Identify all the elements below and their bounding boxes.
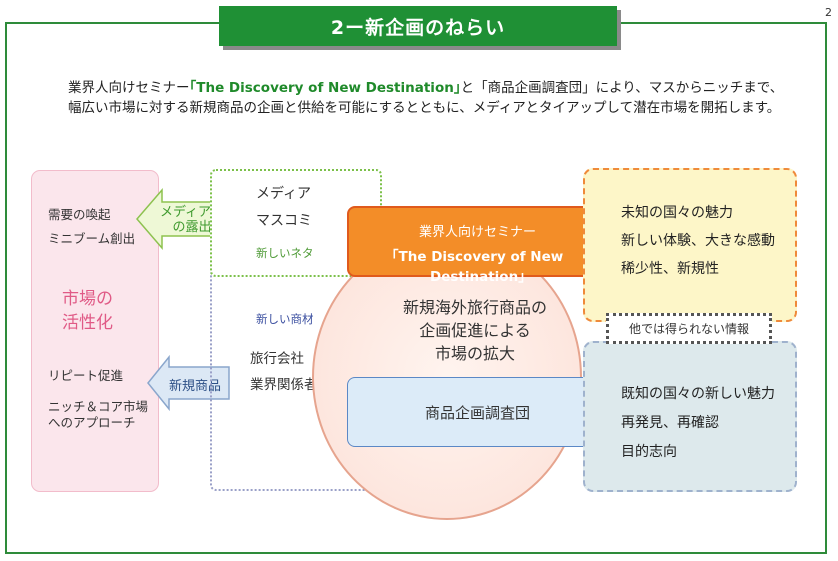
repeat-promotion-text: リピート促進: [48, 368, 124, 383]
intro-paragraph: 業界人向けセミナー｢The Discovery of New Destinati…: [68, 78, 788, 118]
mini-boom-text: ミニブーム創出: [48, 231, 136, 246]
rarity-text: 稀少性、新規性: [621, 261, 719, 277]
new-merchandise-tag: 新しい商材: [256, 312, 314, 326]
demand-stimulation-text: 需要の喚起: [48, 207, 111, 222]
travel-agency-text: 旅行会社: [250, 351, 304, 367]
rediscovery-text: 再発見、再確認: [621, 415, 719, 431]
exclusive-info-label: 他では得られない情報: [628, 322, 749, 336]
market-activation-line1: 市場の: [62, 289, 113, 309]
center-line1: 新規海外旅行商品の: [402, 298, 547, 317]
new-products-label: 新規商品: [168, 379, 221, 394]
purpose-oriented-text: 目的志向: [621, 444, 677, 460]
seminar-box: 業界人向けセミナー ｢The Discovery of New Destinat…: [347, 206, 608, 285]
intro-prefix: 業界人向けセミナー: [68, 80, 190, 96]
slide-title-text: 2ー新企画のねらい: [330, 16, 506, 39]
intro-suffix: と「商品企画調査団」により、マスからニッチまで、幅広い市場に対する新規商品の企画…: [68, 80, 784, 116]
industry-people-text: 業界関係者: [250, 377, 318, 393]
known-countries-panel: [583, 341, 797, 492]
media-exposure-line1: メディアへ: [159, 205, 225, 220]
unknown-appeal-text: 未知の国々の魅力: [621, 205, 733, 221]
masscomm-text: マスコミ: [256, 213, 312, 229]
media-exposure-line2: の露出: [172, 220, 212, 235]
survey-team-box: 商品企画調査団: [347, 377, 608, 447]
center-line3: 市場の拡大: [434, 344, 515, 363]
intro-seminar-name: ｢The Discovery of New Destination｣: [189, 80, 461, 96]
new-topic-tag: 新しいネタ: [256, 246, 314, 260]
seminar-name: ｢The Discovery of New Destination｣: [391, 249, 564, 285]
known-appeal-text: 既知の国々の新しい魅力: [621, 386, 775, 402]
market-activation-line2: 活性化: [62, 313, 113, 333]
page-number: 2: [825, 6, 832, 19]
niche-core-market-text: ニッチ＆コア市場: [48, 399, 149, 414]
media-text: メディア: [256, 186, 312, 202]
new-experience-text: 新しい体験、大きな感動: [621, 233, 775, 249]
seminar-title: 業界人向けセミナー: [418, 225, 536, 240]
exclusive-info-badge: 他では得られない情報: [606, 313, 772, 344]
center-line2: 企画促進による: [419, 321, 531, 340]
media-exposure-label: メディアへの露出: [152, 205, 232, 235]
survey-team-label: 商品企画調査団: [424, 403, 530, 422]
approach-text: へのアプローチ: [48, 415, 136, 430]
slide-title: 2ー新企画のねらい: [219, 6, 617, 46]
center-message: 新規海外旅行商品の 企画促進による 市場の拡大: [360, 296, 590, 365]
new-products-arrow: [147, 354, 230, 412]
market-activation-panel: [31, 170, 159, 492]
